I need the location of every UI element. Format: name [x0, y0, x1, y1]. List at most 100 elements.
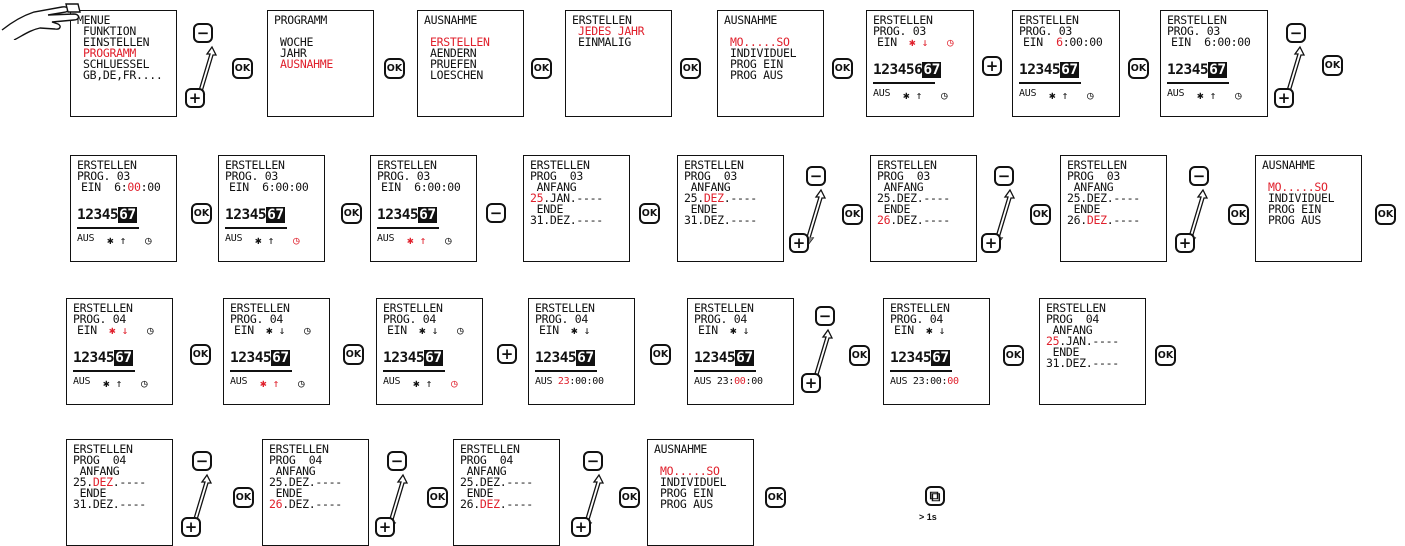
ok-button[interactable]: OK: [680, 58, 701, 79]
minus-button[interactable]: −: [486, 203, 506, 223]
aus-row: AUS: [73, 376, 90, 388]
plus-button[interactable]: +: [571, 517, 591, 537]
ok-button[interactable]: OK: [384, 58, 405, 79]
second-value: 00: [947, 376, 958, 387]
spacer: [1043, 35, 1056, 49]
ok-button[interactable]: OK: [341, 203, 362, 224]
ok-button[interactable]: OK: [1003, 345, 1024, 366]
panel-line: 31.DEZ.----: [684, 215, 777, 226]
ein-label: EIN: [77, 323, 97, 337]
highlighted-value: 26: [269, 497, 282, 511]
ok-button[interactable]: OK: [427, 487, 448, 508]
ok-button[interactable]: OK: [232, 58, 253, 79]
time-head: 23:: [717, 376, 734, 387]
ein-row: EIN 6:00:00: [377, 182, 470, 193]
weekday-bar: 1234567: [1019, 63, 1079, 78]
ok-button[interactable]: OK: [1228, 204, 1249, 225]
panel-line: AUSNAHME: [724, 15, 817, 26]
weekday-weekend: 67: [1060, 62, 1078, 78]
minus-button[interactable]: −: [806, 166, 826, 186]
time-tail: :00: [141, 180, 161, 194]
minus-button[interactable]: −: [1286, 23, 1306, 43]
line-segment: .----: [724, 191, 757, 205]
aus-row: AUS: [77, 233, 94, 245]
ein-row: EIN 6:00:00: [1019, 37, 1113, 48]
ok-button[interactable]: OK: [1322, 55, 1343, 76]
highlighted-value: DEZ: [480, 497, 500, 511]
sun-up-icon: ✱ ↑: [1049, 90, 1068, 101]
plus-button[interactable]: +: [181, 517, 201, 537]
weekday-weekend: 67: [266, 207, 284, 223]
minus-button[interactable]: −: [387, 451, 407, 471]
weekday-bar: 1234567: [890, 351, 950, 366]
minus-button[interactable]: −: [1189, 166, 1209, 186]
plus-button[interactable]: +: [497, 344, 517, 364]
minus-button[interactable]: −: [193, 23, 213, 43]
ein-row: EIN 6:00:00: [77, 182, 170, 193]
weekday-digits: 12345: [1167, 62, 1208, 78]
minus-button[interactable]: −: [583, 451, 603, 471]
ok-button[interactable]: OK: [842, 204, 863, 225]
aus-row: AUS: [873, 88, 890, 100]
ein-label: EIN: [381, 180, 401, 194]
aus-row: AUS: [377, 233, 394, 245]
plus-button[interactable]: +: [1274, 88, 1294, 108]
highlighted-value: 26: [877, 213, 890, 227]
weekday-underline: [377, 227, 439, 229]
plus-button[interactable]: +: [789, 233, 809, 253]
ein-label: EIN: [1023, 35, 1043, 49]
ok-button[interactable]: OK: [650, 344, 671, 365]
minus-button[interactable]: −: [192, 451, 212, 471]
ok-button[interactable]: OK: [619, 487, 640, 508]
sun-up-icon: ✱ ↑: [260, 378, 279, 389]
ein-label: EIN: [387, 323, 407, 337]
lcd-screen: ERSTELLENPROG. 04✱ ↓EIN1234567AUS 23:00:…: [528, 298, 635, 405]
plus-button[interactable]: +: [1175, 233, 1195, 253]
panel-line: LOESCHEN: [424, 70, 517, 81]
ok-button[interactable]: OK: [233, 487, 254, 508]
aus-label: AUS: [890, 376, 907, 387]
ok-button[interactable]: OK: [832, 58, 853, 79]
ok-button[interactable]: OK: [1128, 58, 1149, 79]
ok-button[interactable]: OK: [765, 487, 786, 508]
ok-button[interactable]: OK: [343, 344, 364, 365]
ok-button[interactable]: OK: [849, 345, 870, 366]
plus-button[interactable]: +: [185, 88, 205, 108]
ein-label: EIN: [539, 323, 559, 337]
ok-button[interactable]: OK: [1030, 204, 1051, 225]
time-rest: :00:00: [1063, 35, 1103, 49]
hold-button[interactable]: ⧉: [925, 486, 945, 506]
weekday-weekend: 67: [118, 207, 136, 223]
time-rest: :00:00: [569, 376, 603, 387]
minus-button[interactable]: −: [994, 166, 1014, 186]
minus-button[interactable]: −: [815, 306, 835, 326]
plus-button[interactable]: +: [981, 233, 1001, 253]
aus-row: AUS 23:00:00: [694, 376, 763, 388]
hour-value: 6: [1056, 35, 1063, 49]
ein-label: EIN: [81, 180, 101, 194]
ok-button[interactable]: OK: [191, 203, 212, 224]
plus-button[interactable]: +: [801, 373, 821, 393]
line-segment: .DEZ.----: [890, 213, 950, 227]
panel-line: 26.DEZ.----: [269, 499, 362, 510]
aus-label: AUS: [535, 376, 552, 387]
ok-button[interactable]: OK: [1375, 204, 1396, 225]
line-segment: .----: [113, 475, 146, 489]
sun-down-icon: ✱ ↓: [109, 325, 128, 336]
clock-icon: ◷: [1087, 90, 1093, 101]
clock-icon: ◷: [304, 325, 310, 336]
plus-button[interactable]: +: [375, 517, 395, 537]
plus-button[interactable]: +: [982, 56, 1002, 76]
ein-label: EIN: [229, 180, 249, 194]
weekday-weekend: 67: [922, 62, 940, 78]
ok-button[interactable]: OK: [190, 344, 211, 365]
ok-button[interactable]: OK: [639, 203, 660, 224]
pointing-hand-icon: [0, 0, 90, 40]
ok-button[interactable]: OK: [531, 58, 552, 79]
line-segment: .----: [500, 497, 533, 511]
ok-button[interactable]: OK: [1155, 345, 1176, 366]
